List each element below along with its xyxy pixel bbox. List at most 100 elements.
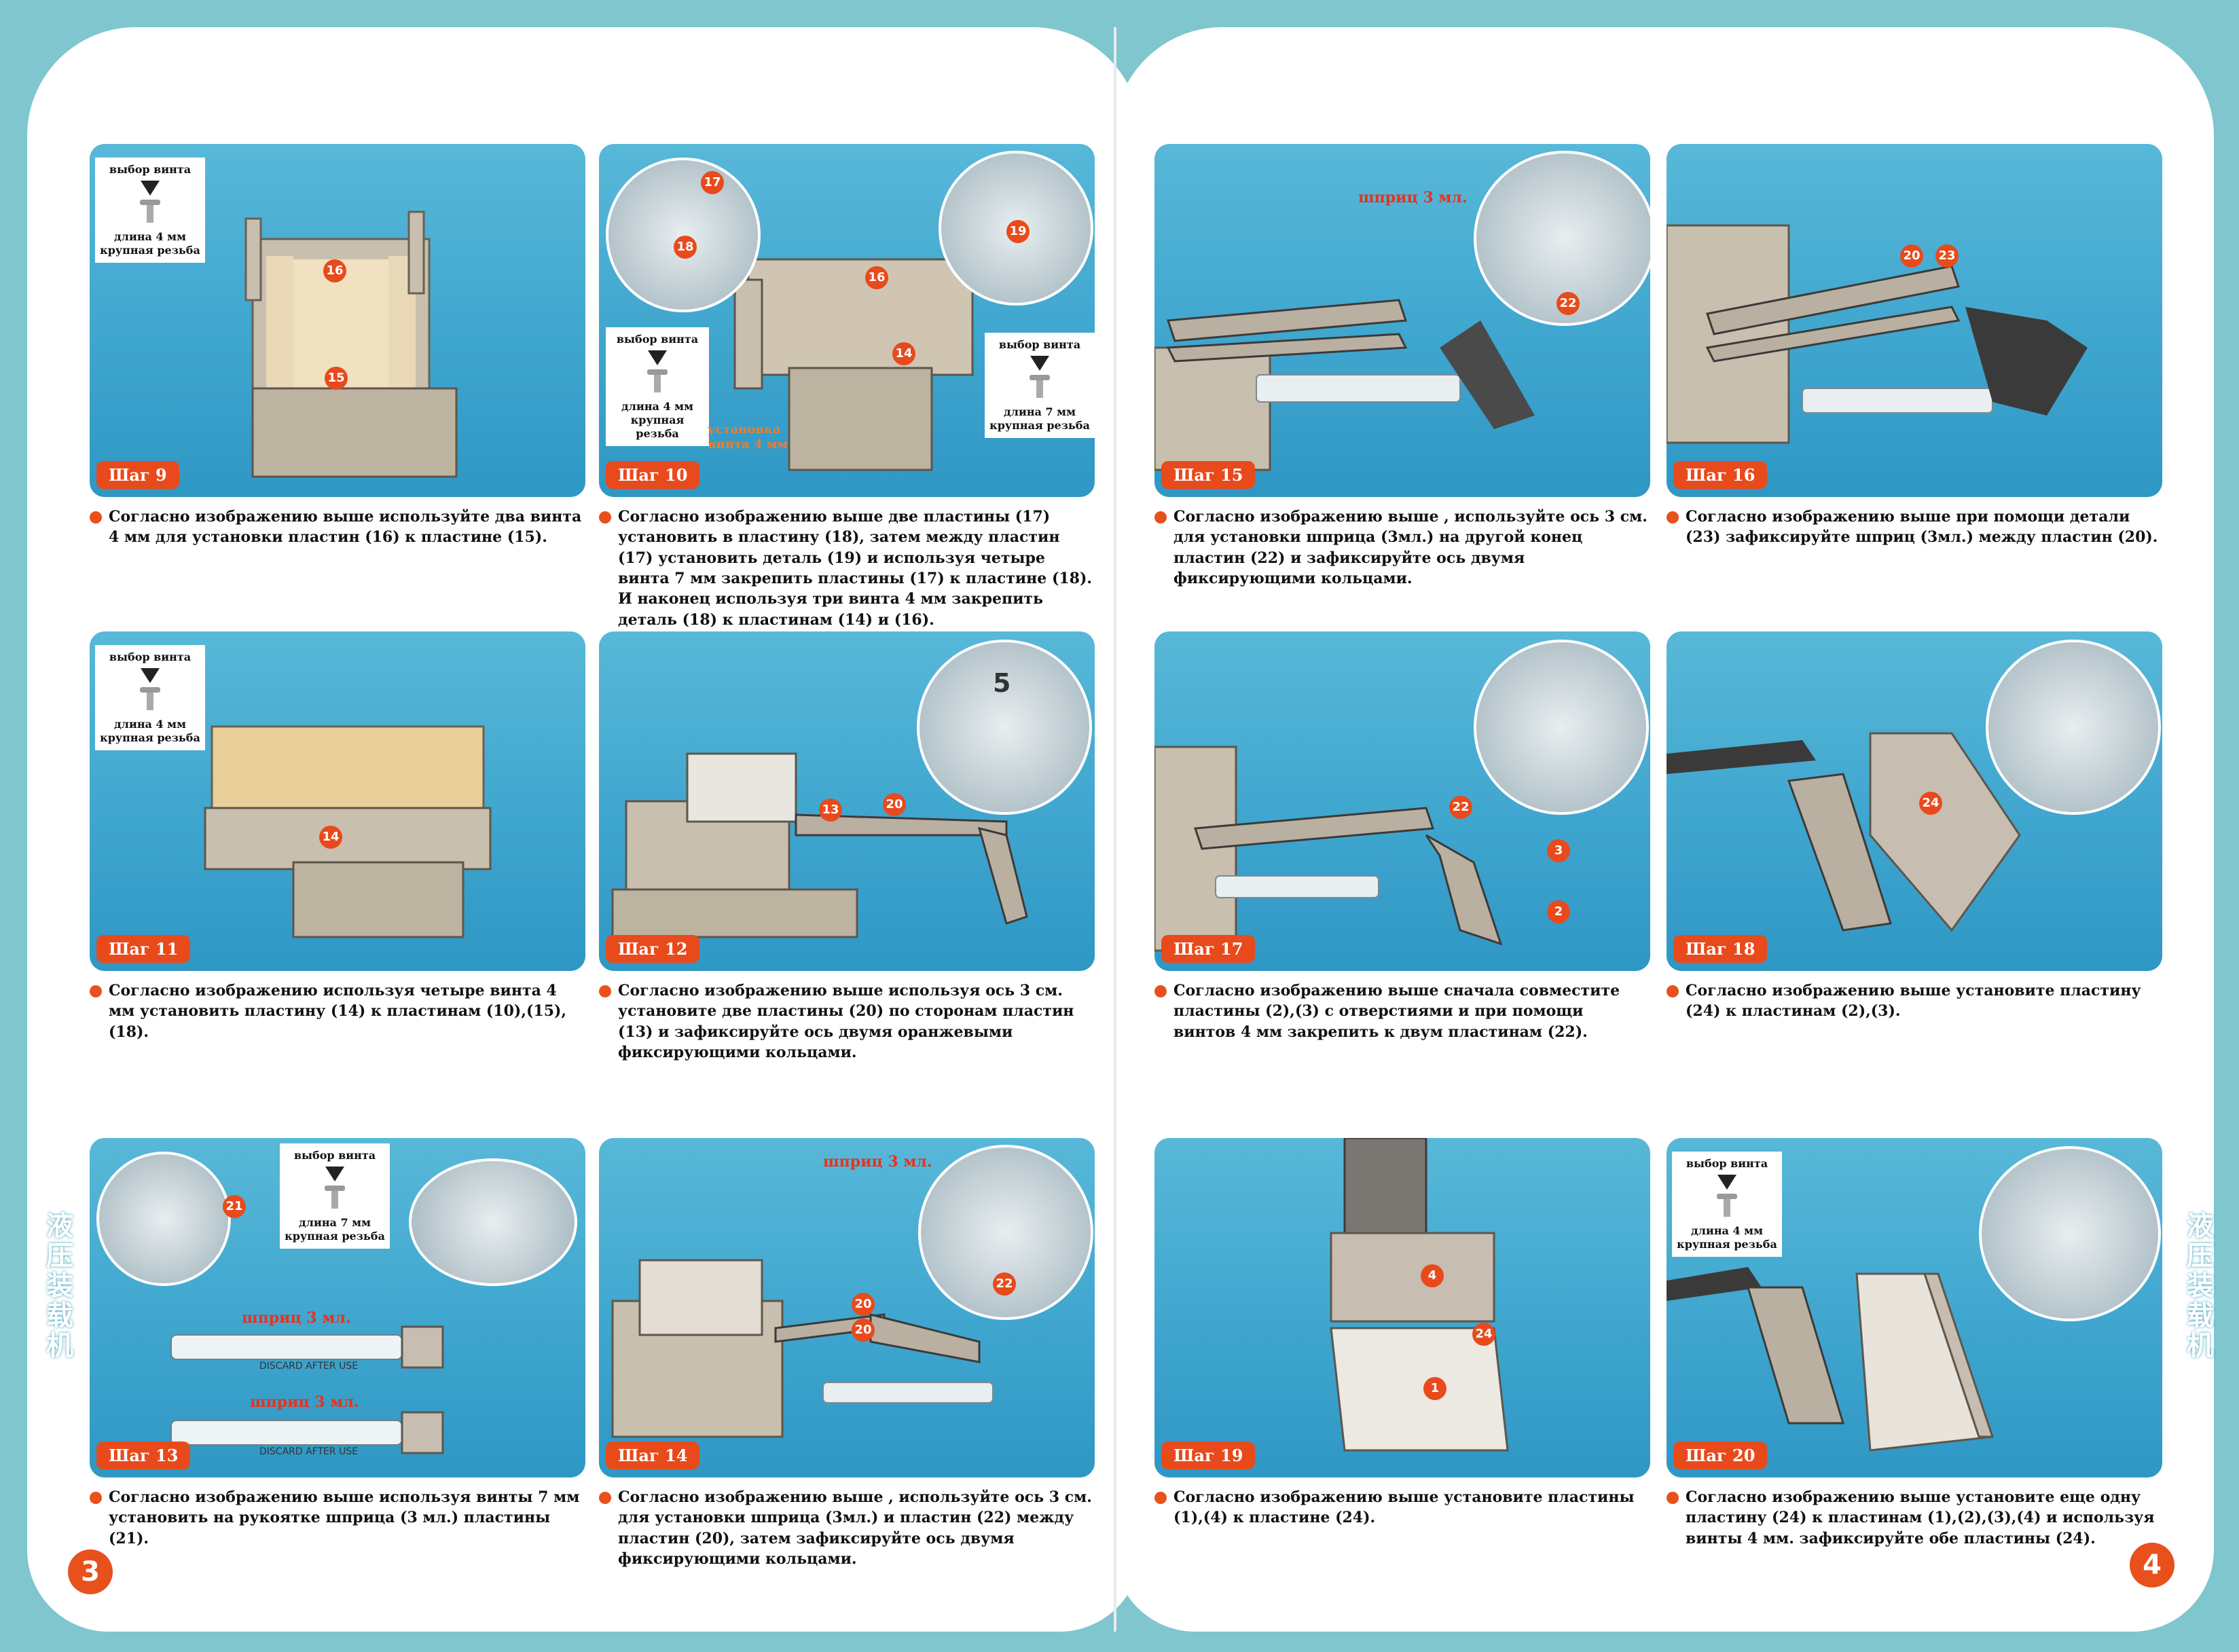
bullet-icon: [1154, 1492, 1167, 1504]
step-20-model: [1667, 1267, 1995, 1452]
step-badge: Шаг 10: [606, 461, 700, 489]
step-16: 20 23 Шаг 16 Согласно изображению выше п…: [1667, 144, 2162, 548]
step-16-model: [1667, 224, 2088, 444]
step-12: 5 13 20 Шаг 12 Согласно изображению выше…: [599, 631, 1095, 1063]
bullet-icon: [90, 511, 102, 524]
install-label: установка винта 4 мм: [708, 422, 788, 452]
step-caption: Согласно изображению выше используйте дв…: [90, 507, 585, 548]
step-caption: Согласно изображению выше установите еще…: [1667, 1487, 2162, 1549]
step-16-photo: 20 23 Шаг 16: [1667, 144, 2162, 497]
step-caption: Согласно изображению выше установите пла…: [1154, 1487, 1650, 1528]
detail-zoom: 5: [917, 640, 1092, 815]
screw-selector: выбор винта длина 7 мм крупная резьба: [280, 1143, 390, 1249]
step-badge: Шаг 12: [606, 935, 700, 963]
syringe-label: шприц 3 мл.: [250, 1393, 359, 1411]
step-18-model: [1667, 732, 2021, 932]
page-fold: [1114, 27, 1116, 1632]
step-13: 21 выбор винта длина 7 мм крупная резьба…: [90, 1138, 585, 1549]
detail-zoom: [1474, 640, 1649, 815]
part-number: 24: [1472, 1323, 1495, 1346]
screw-icon: [325, 1186, 345, 1209]
arrow-down-icon: [325, 1167, 344, 1181]
screw-icon: [140, 200, 160, 223]
part-number: 4: [1421, 1264, 1444, 1287]
step-caption: Согласно изображению выше используя ось …: [599, 980, 1095, 1063]
step-10-photo: 17 18 19 16 14 выбор винта длина 4 мм кр…: [599, 144, 1095, 497]
step-10: 17 18 19 16 14 выбор винта длина 4 мм кр…: [599, 144, 1095, 630]
arrow-down-icon: [648, 350, 667, 365]
step-19-model: [1330, 1138, 1509, 1452]
arrow-down-icon: [141, 668, 160, 683]
bullet-icon: [90, 1492, 102, 1504]
step-badge: Шаг 9: [96, 461, 179, 489]
screw-selector: выбор винта длина 4 мм крупная резьба: [95, 158, 205, 263]
arrow-down-icon: [141, 181, 160, 196]
detail-zoom: [1979, 1146, 2161, 1321]
screw-icon: [1717, 1194, 1737, 1217]
screw-selector-7mm: выбор винта длина 7 мм крупная резьба: [985, 333, 1095, 438]
part-number: 22: [1449, 796, 1472, 819]
part-number: 16: [865, 266, 888, 289]
screw-selector: выбор винта длина 4 мм крупная резьба: [1672, 1152, 1782, 1257]
step-badge: Шаг 11: [96, 935, 191, 963]
step-18: 24 Шаг 18 Согласно изображению выше уста…: [1667, 631, 2162, 1022]
bullet-icon: [599, 1492, 611, 1504]
step-12-photo: 5 13 20 Шаг 12: [599, 631, 1095, 971]
syringe-label: шприц 3 мл.: [1358, 189, 1468, 206]
step-caption: Согласно изображению выше , используйте …: [1154, 507, 1650, 589]
syringe-label: шприц 3 мл.: [823, 1153, 932, 1171]
part-number: 2: [1547, 900, 1570, 923]
part-number: 22: [993, 1272, 1016, 1296]
step-15: шприц 3 мл. 22 Шаг 15 Согласно изображен…: [1154, 144, 1650, 589]
step-badge: Шаг 19: [1161, 1442, 1256, 1469]
arrow-down-icon: [1717, 1175, 1736, 1190]
step-caption: Согласно изображению используя четыре ви…: [90, 980, 585, 1042]
step-14-photo: шприц 3 мл. 20 20 22 Шаг 14: [599, 1138, 1095, 1477]
screw-selector: выбор винта длина 4 мм крупная резьба: [95, 645, 205, 750]
part-number: 19: [1006, 220, 1030, 243]
screw-icon: [140, 687, 160, 710]
part-number: 20: [883, 793, 906, 816]
part-number: 18: [674, 236, 697, 259]
step-caption: Согласно изображению выше сначала совмес…: [1154, 980, 1650, 1042]
step-15-model: [1154, 299, 1535, 471]
part-number: 22: [1557, 292, 1580, 315]
step-badge: Шаг 16: [1673, 461, 1768, 489]
page-number-right: 4: [2130, 1543, 2174, 1587]
detail-zoom: [1986, 640, 2161, 815]
part-number: 14: [892, 342, 915, 365]
step-caption: Согласно изображению выше используя винт…: [90, 1487, 585, 1549]
detail-zoom: [409, 1158, 577, 1286]
bullet-icon: [1154, 985, 1167, 997]
step-19-photo: 4 24 1 Шаг 19: [1154, 1138, 1650, 1477]
step-9-model: [244, 210, 458, 478]
step-18-photo: 24 Шаг 18: [1667, 631, 2162, 971]
detail-zoom: [606, 158, 761, 312]
bullet-icon: [1667, 1492, 1679, 1504]
step-14-model: [611, 1259, 994, 1438]
step-12-model: [611, 752, 1028, 938]
page-number-left: 3: [68, 1549, 113, 1594]
step-11-photo: выбор винта длина 4 мм крупная резьба 14…: [90, 631, 585, 971]
screw-icon: [647, 369, 668, 392]
part-number: 14: [319, 826, 342, 849]
part-number: 20: [852, 1319, 875, 1342]
step-caption: Согласно изображению выше , используйте …: [599, 1487, 1095, 1569]
part-number: 15: [325, 367, 348, 390]
step-9-photo: выбор винта длина 4 мм крупная резьба 16…: [90, 144, 585, 497]
bullet-icon: [599, 511, 611, 524]
step-19: 4 24 1 Шаг 19 Согласно изображению выше …: [1154, 1138, 1650, 1528]
part-number: 20: [852, 1293, 875, 1316]
bullet-icon: [1154, 511, 1167, 524]
step-caption: Согласно изображению выше при помощи дет…: [1667, 507, 2162, 548]
step-13-photo: 21 выбор винта длина 7 мм крупная резьба…: [90, 1138, 585, 1477]
part-number: 16: [323, 259, 346, 282]
bullet-icon: [1667, 511, 1679, 524]
step-badge: Шаг 17: [1161, 935, 1256, 963]
plate-mark: 5: [993, 668, 1011, 698]
step-caption: Согласно изображению выше две пластины (…: [599, 507, 1095, 630]
side-title-right: 液 压 装 载 机: [2187, 1211, 2214, 1361]
step-badge: Шаг 20: [1673, 1442, 1768, 1469]
bullet-icon: [1667, 985, 1679, 997]
step-17: 22 3 2 Шаг 17 Согласно изображению выше …: [1154, 631, 1650, 1042]
